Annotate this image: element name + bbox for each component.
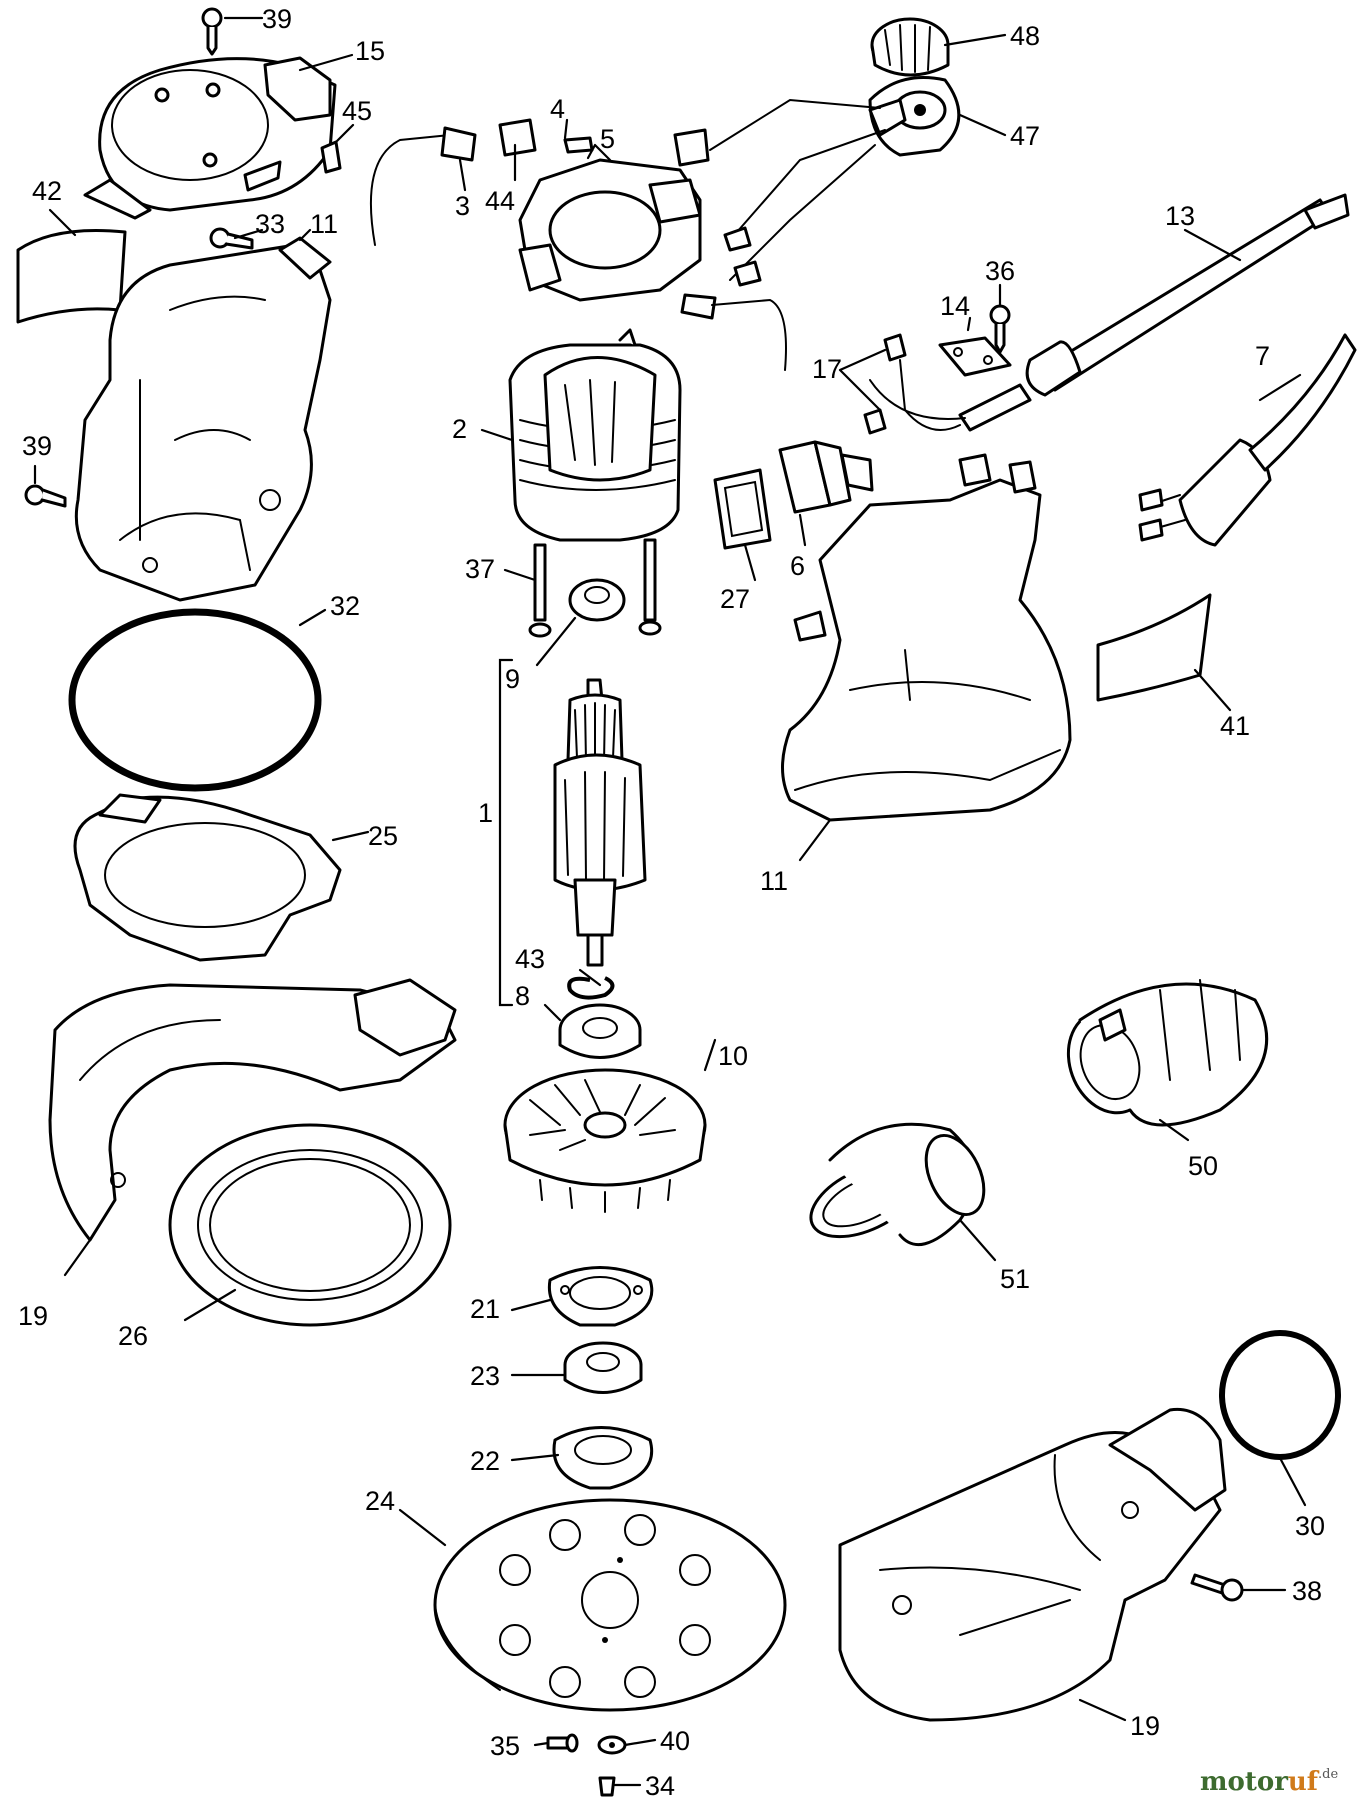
label-38: 38 <box>1292 1576 1322 1606</box>
label-36: 36 <box>985 256 1015 286</box>
fan-10 <box>503 1068 707 1213</box>
label-43: 43 <box>515 944 545 974</box>
screw-36 <box>989 304 1011 354</box>
label-26: 26 <box>118 1321 148 1351</box>
label-48: 48 <box>1010 21 1040 51</box>
label-44: 44 <box>485 186 515 216</box>
label-34: 34 <box>645 1771 675 1800</box>
label-41: 41 <box>1220 711 1250 741</box>
field-coil-2 <box>508 328 682 542</box>
label-10: 10 <box>718 1041 748 1071</box>
o-ring-32 <box>68 608 322 792</box>
sanding-pad-24 <box>433 1498 787 1712</box>
svg-text:motoruf.de: motoruf.de <box>1200 1767 1338 1797</box>
retainer-22 <box>552 1426 653 1490</box>
watermark-suffix: .de <box>1318 1767 1338 1782</box>
label-32: 32 <box>330 591 360 621</box>
label-5: 5 <box>600 124 615 154</box>
o-ring-30 <box>1219 1330 1341 1460</box>
label-2: 2 <box>452 414 467 444</box>
label-40: 40 <box>660 1726 690 1756</box>
bearing-9 <box>568 578 626 622</box>
label-42: 42 <box>32 176 62 206</box>
bearing-23 <box>563 1341 643 1394</box>
cord-clamp-14 <box>938 336 1012 377</box>
rear-cap-15 <box>83 56 337 220</box>
label-50: 50 <box>1188 1151 1218 1181</box>
washer-40 <box>597 1735 627 1755</box>
label-14: 14 <box>940 291 970 321</box>
label-19-right: 19 <box>1130 1711 1160 1741</box>
label-39-left: 39 <box>22 431 52 461</box>
brush-holder-44 <box>498 118 787 371</box>
cord-protector-13 <box>1025 193 1350 397</box>
watermark-logo: motoruf.de <box>1200 1767 1338 1797</box>
adapter-51 <box>809 1122 986 1246</box>
clamp-ring-25 <box>73 793 342 962</box>
label-7: 7 <box>1255 341 1270 371</box>
label-19-left: 19 <box>18 1301 48 1331</box>
screw-35 <box>546 1733 579 1753</box>
screw-34 <box>598 1776 616 1797</box>
label-47: 47 <box>1010 121 1040 151</box>
watermark-uf: uf <box>1288 1767 1320 1797</box>
label-11-upper: 11 <box>310 209 338 239</box>
speed-knob-48 <box>870 17 950 77</box>
label-25: 25 <box>368 821 398 851</box>
watermark-motor: motor <box>1200 1767 1288 1797</box>
brush-lead-3 <box>369 126 477 246</box>
housing-half-11-right <box>781 453 1072 822</box>
label-9: 9 <box>505 664 520 694</box>
switch-boot-27 <box>713 468 772 550</box>
dust-shroud-19-right <box>838 1407 1227 1722</box>
label-17: 17 <box>812 354 842 384</box>
label-37: 37 <box>465 554 495 584</box>
label-1: 1 <box>478 798 493 828</box>
pad-ring-26 <box>168 1123 452 1327</box>
dust-shroud-19-left <box>48 978 457 1242</box>
label-15: 15 <box>355 36 385 66</box>
bearing-8 <box>558 1003 642 1059</box>
circlip-43 <box>567 976 615 1000</box>
bracket-group-1 <box>498 658 514 1007</box>
label-11-lower: 11 <box>760 866 788 896</box>
screw-39-top <box>201 7 223 56</box>
label-21: 21 <box>470 1294 500 1324</box>
label-45: 45 <box>342 96 372 126</box>
label-4: 4 <box>550 94 565 124</box>
pin-45 <box>320 140 342 174</box>
screw-38 <box>1190 1573 1244 1602</box>
leader-lines <box>33 16 1307 1787</box>
screw-33 <box>209 227 254 250</box>
label-8: 8 <box>515 981 530 1011</box>
label-51: 51 <box>1000 1264 1030 1294</box>
label-22: 22 <box>470 1446 500 1476</box>
label-23: 23 <box>470 1361 500 1391</box>
label-42 <box>16 229 127 324</box>
speed-control-47 <box>709 76 961 287</box>
label-13: 13 <box>1165 201 1195 231</box>
screw-39-left <box>24 484 67 508</box>
housing-half-11-left <box>74 236 332 602</box>
screw-37 <box>528 538 662 638</box>
label-30: 30 <box>1295 1511 1325 1541</box>
part-number-labels: 39 15 45 4 5 48 47 42 33 11 3 44 13 36 1… <box>18 4 1325 1800</box>
label-39-top: 39 <box>262 4 292 34</box>
dust-port-50 <box>1066 979 1269 1127</box>
label-33: 33 <box>255 209 285 239</box>
label-24: 24 <box>365 1486 395 1516</box>
label-35: 35 <box>490 1731 520 1761</box>
label-41 <box>1096 593 1212 702</box>
wire-leads-17 <box>863 333 1032 435</box>
label-27: 27 <box>720 584 750 614</box>
plug-cord-7 <box>1138 333 1357 547</box>
label-6: 6 <box>790 551 805 581</box>
armature-1 <box>553 678 647 967</box>
bearing-retainer-21 <box>547 1266 654 1327</box>
label-3: 3 <box>455 191 470 221</box>
switch-6 <box>778 440 874 514</box>
